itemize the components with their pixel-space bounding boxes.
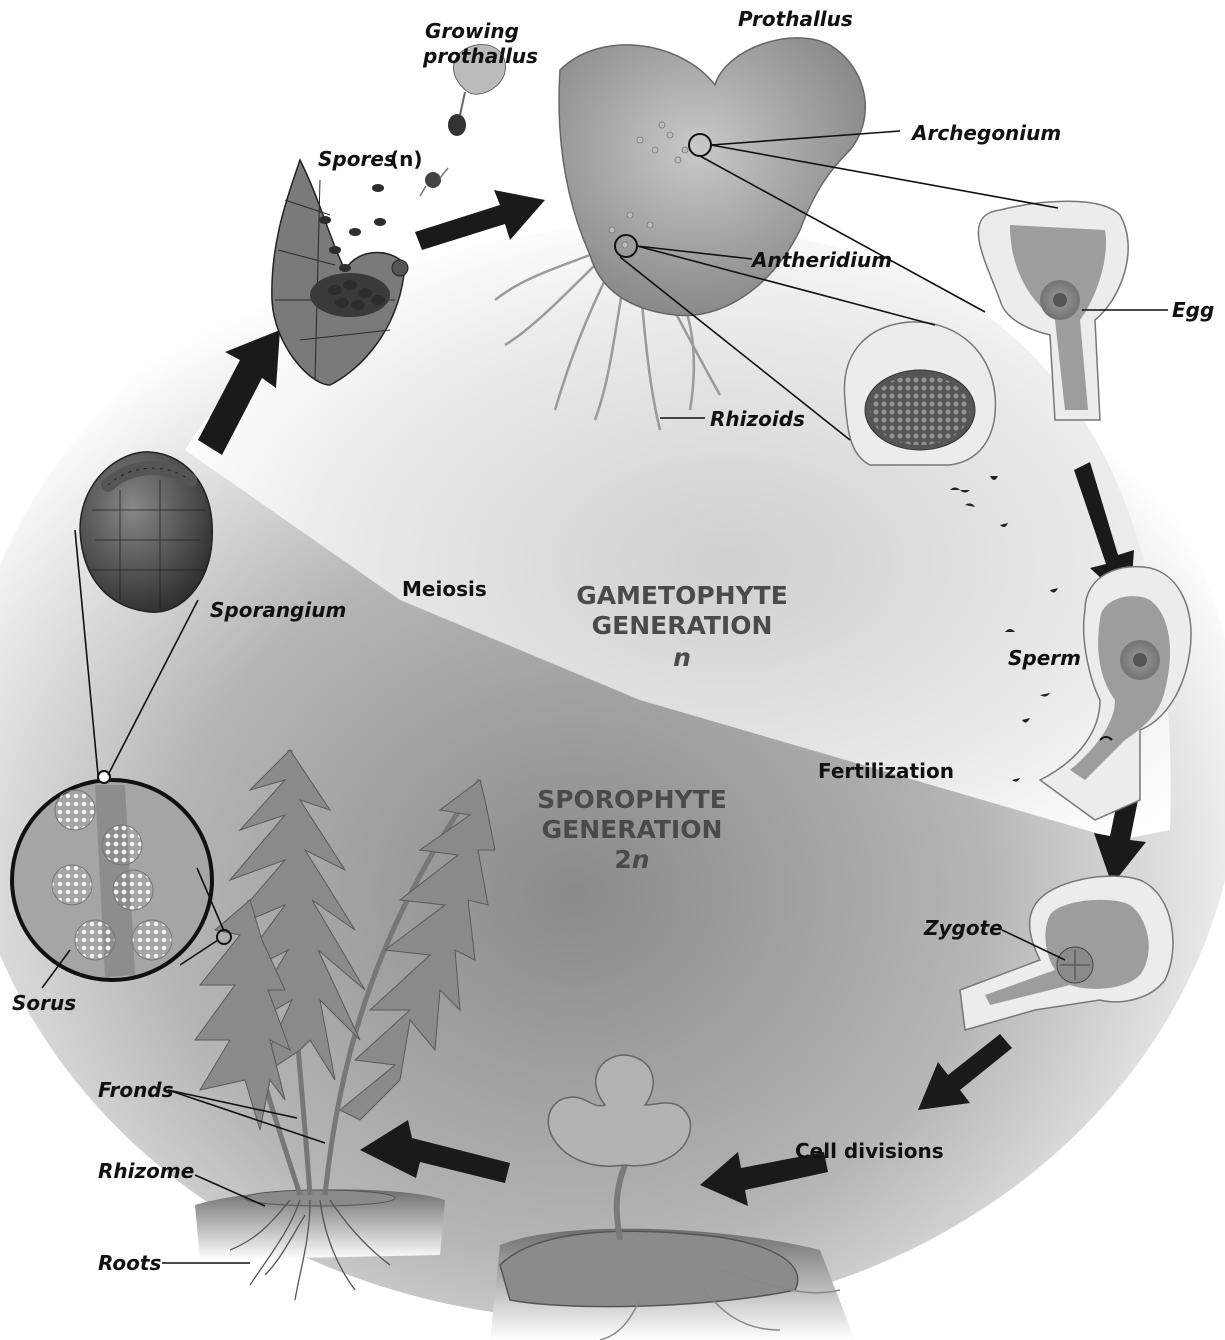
label-rhizome: Rhizome — [98, 1159, 194, 1183]
label-fronds: Fronds — [98, 1078, 174, 1102]
label-prothallus: Prothallus — [738, 7, 853, 31]
label-rhizoids: Rhizoids — [710, 407, 805, 431]
sporangium-closed — [80, 452, 212, 612]
sporophyte-ploidy-number: 2 — [614, 845, 631, 874]
label-zygote: Zygote — [923, 916, 1003, 940]
label-growing-prothallus-line1: Growing — [425, 19, 519, 43]
label-meiosis: Meiosis — [402, 577, 487, 601]
label-egg: Egg — [1172, 298, 1214, 322]
label-archegonium: Archegonium — [910, 121, 1061, 145]
sporophyte-ploidy: 2n — [614, 845, 649, 874]
label-antheridium: Antheridium — [750, 248, 892, 272]
label-fertilization: Fertilization — [818, 759, 954, 783]
label-sperm: Sperm — [1008, 646, 1081, 670]
label-growing-prothallus-line2: prothallus — [422, 44, 538, 68]
label-cell-divisions: Cell divisions — [795, 1139, 944, 1163]
label-sorus: Sorus — [12, 991, 76, 1015]
sporophyte-title-line1: SPOROPHYTE — [537, 785, 727, 814]
label-sporangium: Sporangium — [210, 598, 346, 622]
gametophyte-ploidy: n — [673, 643, 691, 672]
label-spores: Spores — [318, 147, 396, 171]
gametophyte-title-line1: GAMETOPHYTE — [576, 581, 788, 610]
sporophyte-title-line2: GENERATION — [542, 815, 723, 844]
sporophyte-ploidy-variable: n — [632, 845, 650, 874]
label-roots: Roots — [98, 1251, 161, 1275]
label-spores-ploidy: (n) — [390, 147, 423, 171]
gametophyte-title-line2: GENERATION — [592, 611, 773, 640]
